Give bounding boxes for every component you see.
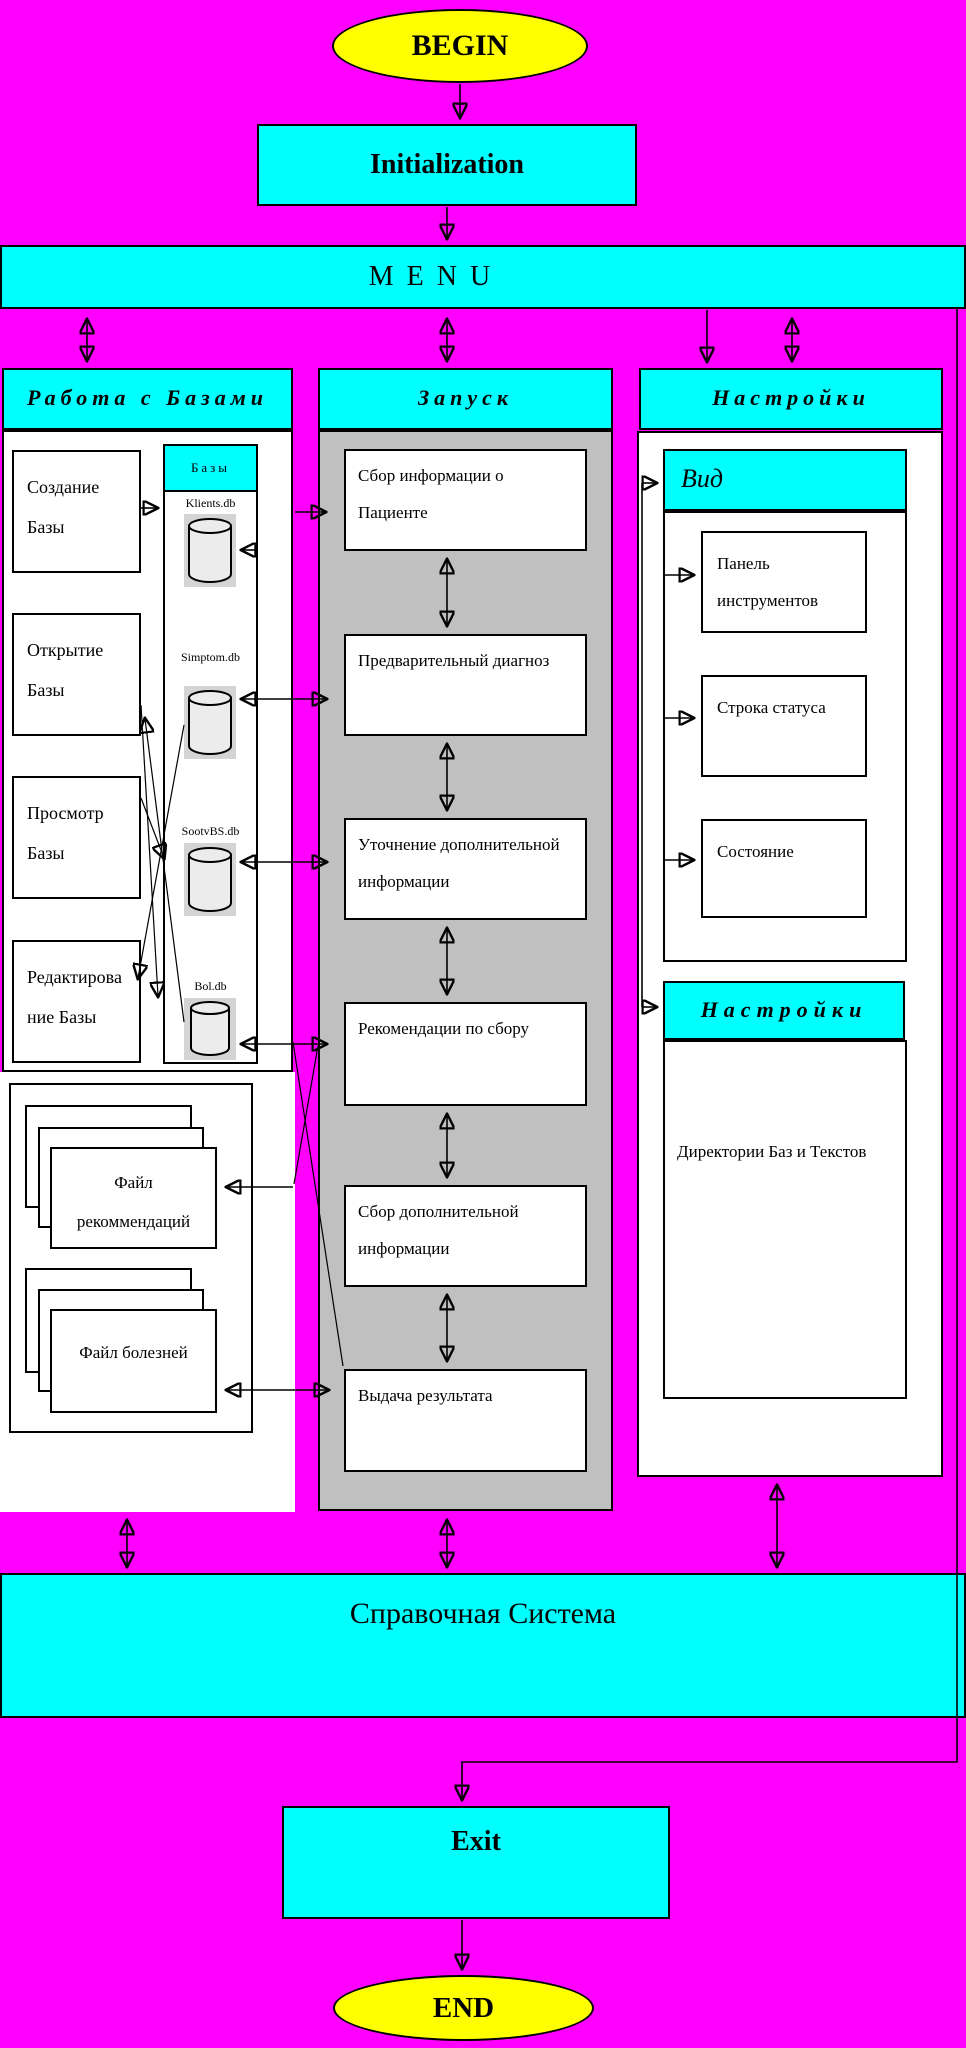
box-create-db: Создание Базы bbox=[12, 450, 141, 573]
db-label-bol: Bol.db bbox=[194, 979, 227, 993]
db-cylinder-klients-icon bbox=[184, 514, 236, 587]
initialization-node: Initialization bbox=[257, 124, 637, 206]
end-node: END bbox=[333, 1975, 594, 2041]
left-column-header: Работа с Базами bbox=[2, 368, 293, 430]
db-label-klients: Klients.db bbox=[185, 496, 236, 510]
db-cylinder-sootvbs-icon bbox=[184, 843, 236, 916]
db-label-simptom: Simptom.db bbox=[180, 650, 240, 664]
menu-label: MENU bbox=[368, 261, 504, 292]
db-panel-header: Базы bbox=[163, 444, 258, 492]
exit-node: Exit bbox=[282, 1806, 670, 1919]
step-collection-recommendations: Рекомендации по сбору bbox=[344, 1002, 587, 1106]
box-edit-db: Редактирова ние Базы bbox=[12, 940, 141, 1063]
step-collect-patient-info: Сбор информации о Пациенте bbox=[344, 449, 587, 551]
db-cylinder-simptom-icon bbox=[184, 686, 236, 759]
menu-bar: MENU bbox=[0, 245, 966, 309]
middle-column-panel bbox=[318, 430, 613, 1511]
view-section-header: Вид bbox=[663, 449, 907, 511]
step-collect-additional-info: Сбор дополнительной информации bbox=[344, 1185, 587, 1287]
file-stack-diseases: Файл болезней bbox=[50, 1309, 217, 1413]
box-view-db: Просмотр Базы bbox=[12, 776, 141, 899]
step-clarify-additional-info: Уточнение дополнительной информации bbox=[344, 818, 587, 920]
item-state: Состояние bbox=[701, 819, 867, 918]
settings-section-header: Настройки bbox=[663, 981, 905, 1040]
step-output-result: Выдача результата bbox=[344, 1369, 587, 1472]
directories-panel: Директории Баз и Текстов bbox=[663, 1040, 907, 1399]
right-column-header: Настройки bbox=[639, 368, 943, 430]
help-system-bar: Справочная Система bbox=[0, 1573, 966, 1718]
begin-label: BEGIN bbox=[411, 29, 509, 62]
item-status-bar: Строка статуса bbox=[701, 675, 867, 777]
end-label: END bbox=[432, 1991, 495, 2024]
db-label-sootvbs: SootvBS.db bbox=[181, 824, 240, 838]
item-toolbar: Панель инструментов bbox=[701, 531, 867, 633]
begin-node: BEGIN bbox=[332, 9, 588, 83]
middle-column-header: Запуск bbox=[318, 368, 613, 430]
box-open-db: Открытие Базы bbox=[12, 613, 141, 736]
db-cylinder-bol-icon bbox=[184, 998, 236, 1060]
file-stack-recommendations: Файл рекоммендаций bbox=[50, 1147, 217, 1249]
step-preliminary-diagnosis: Предварительный диагноз bbox=[344, 634, 587, 736]
